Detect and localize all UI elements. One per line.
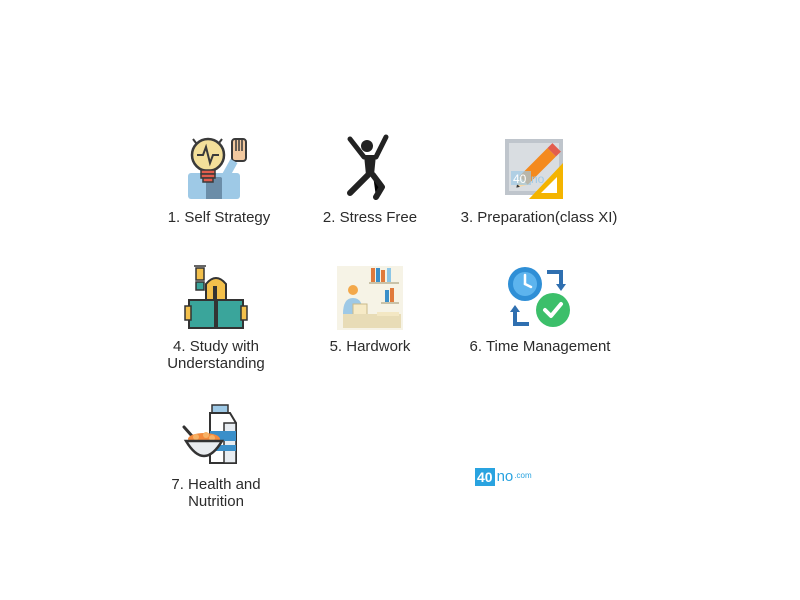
svg-text:40: 40 <box>513 172 527 186</box>
item-health-and-nutrition: 7. Health and Nutrition <box>156 401 276 510</box>
item-label: 1. Self Strategy <box>167 209 271 226</box>
pencil-ruler-icon: 40 no <box>505 139 563 199</box>
item-hardwork: 5. Hardwork <box>315 264 425 355</box>
item-label: 5. Hardwork <box>329 338 411 355</box>
item-stress-free: 2. Stress Free <box>312 133 428 226</box>
reading-person-icon <box>184 265 248 329</box>
item-study-with-understanding: 4. Study with Understanding <box>156 264 276 372</box>
food-bowl-milk-icon <box>182 404 237 464</box>
item-label: 2. Stress Free <box>322 209 418 226</box>
item-self-strategy: 1. Self Strategy <box>160 133 278 226</box>
watermark-logo: 40 no .com <box>475 468 532 486</box>
item-label: 4. Study with Understanding <box>167 338 265 372</box>
watermark-text: no <box>496 468 514 485</box>
svg-text:no: no <box>531 172 545 186</box>
item-preparation: 40 no 3. Preparation(class XI) <box>452 133 626 226</box>
item-time-management: 6. Time Management <box>460 264 620 355</box>
item-label: 6. Time Management <box>469 338 611 355</box>
desk-worker-icon <box>337 266 403 330</box>
clock-check-cycle-icon <box>508 267 570 327</box>
jumping-person-icon <box>347 134 389 200</box>
watermark-suffix: .com <box>514 471 532 480</box>
item-label: 7. Health and Nutrition <box>171 476 261 510</box>
item-label: 3. Preparation(class XI) <box>460 209 618 226</box>
watermark-box-text: 40 <box>475 468 495 486</box>
bulb-hand-icon <box>188 137 247 199</box>
